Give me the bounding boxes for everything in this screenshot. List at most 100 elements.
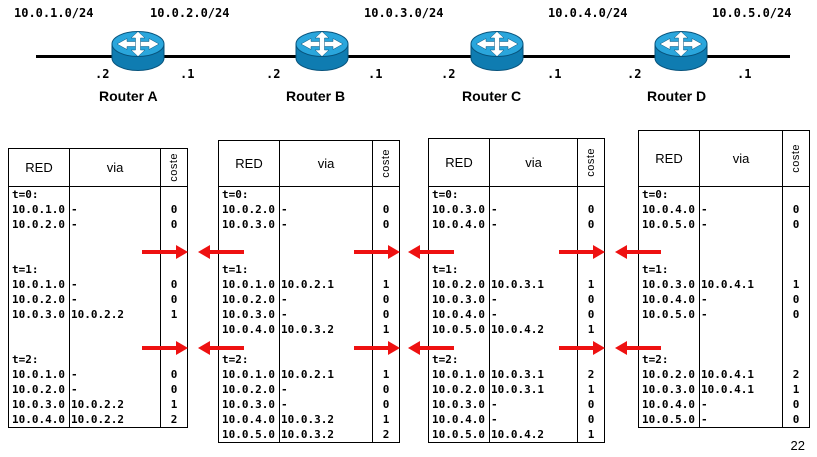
cost-cell: 0: [587, 218, 595, 231]
header-coste: coste: [373, 141, 399, 186]
router-b-icon: [293, 27, 351, 77]
cost-cell: 0: [792, 218, 800, 231]
dest-cell: 10.0.4.0: [642, 203, 695, 216]
dest-cell: 10.0.3.0: [222, 218, 275, 231]
table-header: RED via coste: [429, 139, 604, 187]
cost-cell: 0: [170, 218, 178, 231]
table-header: RED via coste: [639, 131, 809, 187]
cost-cell: 1: [587, 383, 595, 396]
cost-cell: 1: [792, 278, 800, 291]
cost-cell: 2: [170, 413, 178, 426]
time-label-row: t=1:: [9, 262, 187, 277]
dest-cell: 10.0.5.0: [642, 413, 695, 426]
dest-cell: 10.0.3.0: [432, 293, 485, 306]
spacer-row: [639, 232, 809, 247]
time-label-row: t=1:: [639, 262, 809, 277]
header-red: RED: [655, 151, 683, 166]
page-number: 22: [790, 438, 805, 453]
via-cell: -: [491, 413, 498, 426]
header-coste-label: coste: [380, 149, 392, 178]
via-cell: -: [701, 413, 708, 426]
cost-cell: 1: [170, 308, 178, 321]
cost-cell: 1: [587, 323, 595, 336]
header-via: via: [317, 156, 335, 171]
via-cell: -: [71, 218, 78, 231]
arrow-head: [408, 341, 420, 355]
via-cell: -: [491, 308, 498, 321]
route-row: 10.0.1.0-0: [9, 202, 187, 217]
interface-label: .2: [266, 67, 281, 81]
time-label-row: t=0:: [429, 187, 604, 202]
route-row: 10.0.4.0-0: [639, 202, 809, 217]
cost-cell: 0: [382, 398, 390, 411]
dest-cell: 10.0.3.0: [432, 203, 485, 216]
time-label: t=0:: [12, 188, 39, 201]
via-cell: 10.0.4.1: [701, 278, 754, 291]
interface-label: .1: [547, 67, 562, 81]
cost-cell: 0: [792, 413, 800, 426]
time-label-row: t=2:: [9, 352, 187, 367]
spacer-row: [639, 322, 809, 337]
via-cell: -: [71, 383, 78, 396]
dest-cell: 10.0.1.0: [222, 368, 275, 381]
arrow-head: [408, 245, 420, 259]
cost-cell: 0: [587, 413, 595, 426]
route-row: 10.0.2.0-0: [219, 382, 399, 397]
time-label-row: t=2:: [219, 352, 399, 367]
cost-cell: 0: [587, 308, 595, 321]
arrow-head: [615, 245, 627, 259]
dest-cell: 10.0.4.0: [12, 413, 65, 426]
column-divider: [782, 131, 783, 427]
time-label: t=2:: [222, 353, 249, 366]
arrow-head: [198, 245, 210, 259]
route-row: 10.0.3.0-0: [429, 397, 604, 412]
interface-label: .1: [368, 67, 383, 81]
header-coste: coste: [578, 139, 604, 186]
dest-cell: 10.0.3.0: [222, 398, 275, 411]
via-cell: -: [281, 293, 288, 306]
interface-label: .2: [627, 67, 642, 81]
via-cell: 10.0.3.2: [281, 413, 334, 426]
cost-cell: 0: [382, 293, 390, 306]
time-label-row: t=2:: [639, 352, 809, 367]
header-via: via: [106, 160, 124, 175]
network-segment-label: 10.0.5.0/24: [712, 6, 792, 20]
time-label: t=2:: [12, 353, 39, 366]
header-via: via: [525, 155, 542, 170]
dest-cell: 10.0.2.0: [432, 278, 485, 291]
time-label-row: t=0:: [219, 187, 399, 202]
cost-cell: 0: [382, 308, 390, 321]
dest-cell: 10.0.4.0: [432, 413, 485, 426]
cost-cell: 0: [792, 308, 800, 321]
via-cell: -: [701, 308, 708, 321]
cost-cell: 1: [792, 383, 800, 396]
router-c-icon: [468, 27, 526, 77]
time-label-row: t=1:: [219, 262, 399, 277]
dest-cell: 10.0.4.0: [642, 293, 695, 306]
via-cell: 10.0.4.1: [701, 383, 754, 396]
router-name: Router C: [462, 88, 522, 104]
header-coste: coste: [783, 131, 809, 186]
via-cell: 10.0.3.2: [281, 323, 334, 336]
cost-cell: 1: [587, 428, 595, 441]
column-divider: [69, 149, 70, 427]
via-cell: -: [701, 398, 708, 411]
router-icon: [654, 31, 708, 71]
via-cell: -: [281, 308, 288, 321]
via-cell: -: [701, 293, 708, 306]
router-a-icon: [109, 27, 167, 77]
dest-cell: 10.0.1.0: [12, 278, 65, 291]
router-name: Router A: [99, 88, 158, 104]
route-row: 10.0.4.0-0: [639, 397, 809, 412]
dest-cell: 10.0.4.0: [432, 218, 485, 231]
